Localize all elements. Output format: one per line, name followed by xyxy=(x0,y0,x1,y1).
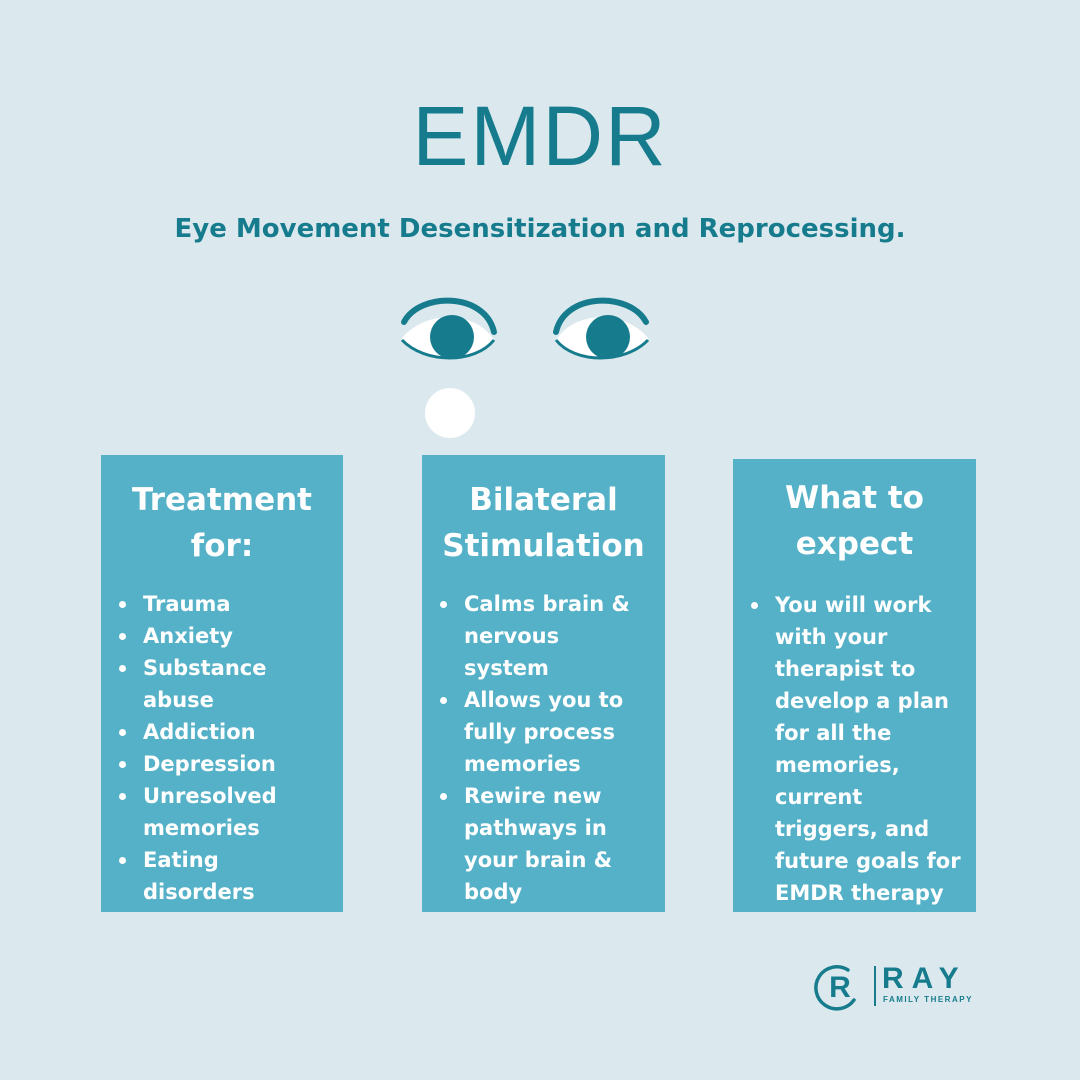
list-item-line: Unresolved xyxy=(143,784,277,808)
logo-tagline: FAMILY THERAPY xyxy=(883,995,973,1004)
list-item-line: system xyxy=(464,656,549,680)
list-item-line: therapist to xyxy=(775,657,916,681)
eyes-icon xyxy=(400,297,650,438)
left-eye-icon xyxy=(400,297,497,360)
list-item-line: You will work xyxy=(775,593,932,617)
list-item-line: disorders xyxy=(143,880,255,904)
list-item-line: Depression xyxy=(143,752,276,776)
list-item: You will work with your therapist to develo… xyxy=(733,589,976,909)
right-eye-icon xyxy=(553,297,650,360)
logo-r-icon: R xyxy=(814,965,856,1011)
list-item-line: Addiction xyxy=(143,720,256,744)
list-item: Unresolved memories xyxy=(101,780,343,844)
list-item-line: for all the xyxy=(775,721,892,745)
list-item-line: develop a plan xyxy=(775,689,950,713)
list-item-line: Rewire new xyxy=(464,784,602,808)
list-item: Anxiety xyxy=(101,620,343,652)
list-item: Allows you to fully process memories xyxy=(422,684,665,780)
list-item-line: with your xyxy=(775,625,888,649)
list-item: Depression xyxy=(101,748,343,780)
list-item-line: fully process xyxy=(464,720,615,744)
page-subtitle: Eye Movement Desensitization and Reproce… xyxy=(174,214,906,244)
list-item: Addiction xyxy=(101,716,343,748)
list-item-line: pathways in xyxy=(464,816,607,840)
card-title: What to expect xyxy=(733,475,976,567)
what-to-expect-card: What to expect You will work with your ther… xyxy=(733,459,976,912)
card-title-line: Stimulation xyxy=(442,528,645,564)
list-item-line: memories xyxy=(143,816,260,840)
list-item-line: Calms brain & xyxy=(464,592,630,616)
list-item-line: current xyxy=(775,785,863,809)
svg-text:R: R xyxy=(829,971,851,1004)
list-item-line: memories, xyxy=(775,753,900,777)
moving-dot-icon xyxy=(425,388,475,438)
card-title-line: Treatment xyxy=(131,482,312,518)
card-title-line: What to xyxy=(785,480,924,516)
list-item: Rewire new pathways in your brain & body xyxy=(422,780,665,908)
list-item-line: Allows you to xyxy=(464,688,624,712)
list-item-line: Anxiety xyxy=(143,624,233,648)
ray-family-therapy-logo: R RAY FAMILY THERAPY xyxy=(812,962,972,1012)
list-item: Calms brain & nervous system xyxy=(422,588,665,684)
card-title: Treatment for: xyxy=(101,477,343,569)
list-item-line: memories xyxy=(464,752,581,776)
list-item-line: Eating xyxy=(143,848,219,872)
page-title: EMDR xyxy=(412,89,668,183)
list-item-line: EMDR therapy xyxy=(775,881,944,905)
list-item-line: your brain & xyxy=(464,848,613,872)
logo-name: RAY xyxy=(882,962,967,995)
card-title-line: Bilateral xyxy=(469,482,618,518)
list-item: Trauma xyxy=(101,588,343,620)
list-item-line: Trauma xyxy=(143,592,231,616)
logo-divider xyxy=(874,966,876,1006)
list-item: Substance abuse xyxy=(101,652,343,716)
list-item-line: body xyxy=(464,880,523,904)
list-item: Eating disorders xyxy=(101,844,343,908)
list-item-line: triggers, and xyxy=(775,817,930,841)
card-title-line: for: xyxy=(190,528,254,564)
card-title-line: expect xyxy=(795,526,914,562)
list-item-line: nervous xyxy=(464,624,560,648)
list-item-line: future goals for xyxy=(775,849,961,873)
list-item-line: Substance xyxy=(143,656,267,680)
card-list: You will work with your therapist to develo… xyxy=(733,589,976,909)
list-item-line: abuse xyxy=(143,688,214,712)
